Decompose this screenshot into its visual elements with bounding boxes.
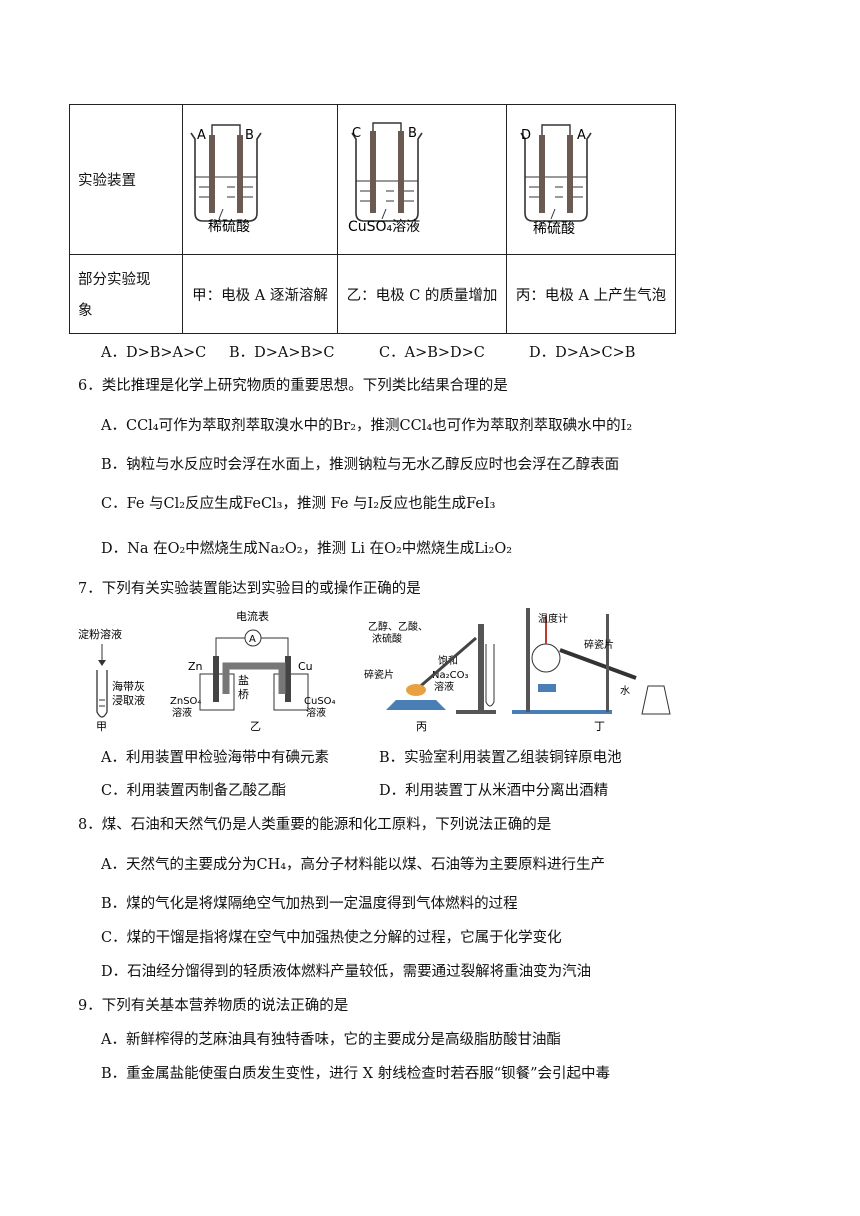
- q5-option-d[interactable]: D．D>A>C>B: [529, 345, 636, 361]
- fig-label: 浸取液: [112, 693, 145, 707]
- fig-label: 溶液: [434, 680, 454, 693]
- electrode-label: B: [245, 128, 254, 143]
- apparatus-cell-3: D A 稀硫酸: [506, 104, 676, 255]
- fig-caption: 甲: [96, 720, 107, 733]
- figure-yi: 电流表 A 盐 桥 Zn Cu ZnSO₄ 溶液 CuSO₄ 溶液 乙: [170, 609, 336, 733]
- fig-label: Zn: [188, 660, 203, 673]
- fig-caption: 丙: [416, 720, 427, 733]
- fig-label: 淀粉溶液: [78, 627, 122, 641]
- q6-option-d[interactable]: D．Na 在O₂中燃烧生成Na₂O₂，推测 Li 在O₂中燃烧生成Li₂O₂: [101, 541, 513, 557]
- beaker-diagram-1: A B 稀硫酸: [190, 124, 262, 235]
- row-label-apparatus: 实验装置: [69, 104, 183, 255]
- fig-label: 浓硫酸: [372, 632, 402, 645]
- fig-label: 水: [620, 685, 630, 697]
- beaker-diagram-3: D A 稀硫酸: [520, 124, 592, 237]
- solution-label: 稀硫酸: [208, 219, 250, 235]
- q8-option-b[interactable]: B．煤的气化是将煤隔绝空气加热到一定温度得到气体燃料的过程: [101, 896, 518, 912]
- q6-option-b[interactable]: B．钠粒与水反应时会浮在水面上，推测钠粒与无水乙醇反应时也会浮在乙醇表面: [101, 457, 620, 473]
- solution-label: CuSO₄溶液: [348, 219, 420, 235]
- observation-3: 丙：电极 A 上产生气泡: [506, 254, 676, 334]
- figure-bing: 乙醇、乙酸、 浓硫酸 饱和 Na₂CO₃ 溶液 碎瓷片 丙: [364, 620, 496, 733]
- observation-2: 乙：电极 C 的质量增加: [337, 254, 507, 334]
- fig-label: 盐: [238, 674, 249, 687]
- fig-label: ZnSO₄: [170, 696, 201, 707]
- q6-option-a[interactable]: A．CCl₄可作为萃取剂萃取溴水中的Br₂，推测CCl₄也可作为萃取剂萃取碘水中…: [101, 418, 633, 434]
- q5-option-c[interactable]: C．A>B>D>C: [379, 345, 485, 361]
- fig-label: Na₂CO₃: [432, 670, 468, 681]
- beaker-diagram-2: C B CuSO₄溶液: [348, 122, 423, 235]
- q5-option-b[interactable]: B．D>A>B>C: [229, 345, 335, 361]
- row-label-line: 象: [78, 303, 93, 319]
- ammeter-symbol: A: [249, 634, 256, 645]
- fig-label: 海带灰: [112, 679, 145, 693]
- electrode-label: A: [577, 128, 586, 143]
- fig-label: 碎瓷片: [364, 668, 394, 681]
- row-label-line: 部分实验现: [78, 272, 151, 288]
- figure-jia: 淀粉溶液 海带灰 浸取液 甲: [78, 627, 145, 733]
- q9-option-b[interactable]: B．重金属盐能使蛋白质发生变性，进行 X 射线检查时若吞服“钡餐”会引起中毒: [101, 1066, 611, 1082]
- q7-option-d[interactable]: D．利用装置丁从米酒中分离出酒精: [379, 783, 609, 799]
- electrode-label: D: [521, 128, 531, 143]
- fig-caption: 乙: [250, 720, 261, 733]
- q8-stem: 8．煤、石油和天然气仍是人类重要的能源和化工原料，下列说法正确的是: [78, 817, 552, 833]
- fig-label: 桥: [238, 688, 249, 701]
- fig-label: 溶液: [172, 706, 192, 719]
- figure-ding: 温度计 碎瓷片 水 丁: [512, 608, 671, 733]
- fig-caption: 丁: [594, 720, 605, 733]
- q8-option-c[interactable]: C．煤的干馏是指将煤在空气中加强热使之分解的过程，它属于化学变化: [101, 930, 562, 946]
- q7-option-c[interactable]: C．利用装置丙制备乙酸乙酯: [101, 783, 287, 799]
- fig-label: 溶液: [306, 706, 326, 719]
- fig-label: 乙醇、乙酸、: [368, 620, 428, 633]
- apparatus-cell-2: C B CuSO₄溶液: [337, 104, 507, 255]
- electrode-label: C: [352, 126, 361, 141]
- q9-option-a[interactable]: A．新鲜榨得的芝麻油具有独特香味，它的主要成分是高级脂肪酸甘油酯: [101, 1032, 561, 1048]
- q7-option-b[interactable]: B．实验室利用装置乙组装铜锌原电池: [379, 750, 622, 766]
- q9-stem: 9．下列有关基本营养物质的说法正确的是: [78, 998, 349, 1014]
- q7-option-a[interactable]: A．利用装置甲检验海带中有碘元素: [101, 750, 329, 766]
- row-label-observation: 部分实验现 象: [69, 254, 183, 334]
- q7-apparatus-figures: 淀粉溶液 海带灰 浸取液 甲 电流表 A 盐 桥 Zn Cu ZnSO₄ 溶液 …: [78, 608, 671, 733]
- apparatus-cell-1: A B 稀硫酸: [182, 104, 338, 255]
- q6-stem: 6．类比推理是化学上研究物质的重要思想。下列类比结果合理的是: [78, 378, 508, 394]
- q5-option-a[interactable]: A．D>B>A>C: [101, 345, 207, 361]
- observation-1: 甲：电极 A 逐渐溶解: [182, 254, 338, 334]
- fig-label: CuSO₄: [304, 696, 336, 707]
- electrode-label: A: [197, 128, 206, 143]
- q7-stem: 7．下列有关实验装置能达到实验目的或操作正确的是: [78, 581, 421, 597]
- q6-option-c[interactable]: C．Fe 与Cl₂反应生成FeCl₃，推测 Fe 与I₂反应也能生成FeI₃: [101, 496, 496, 512]
- q8-option-d[interactable]: D．石油经分馏得到的轻质液体燃料产量较低，需要通过裂解将重油变为汽油: [101, 964, 592, 980]
- fig-label: 碎瓷片: [584, 638, 614, 651]
- electrode-label: B: [408, 126, 417, 141]
- fig-label: Cu: [298, 660, 313, 673]
- solution-label: 稀硫酸: [533, 221, 575, 237]
- fig-label: 电流表: [236, 609, 269, 623]
- q8-option-a[interactable]: A．天然气的主要成分为CH₄，高分子材料能以煤、石油等为主要原料进行生产: [101, 857, 606, 873]
- experiment-table: 实验装置 A B 稀硫酸 C: [69, 104, 676, 334]
- fig-label: 温度计: [538, 612, 568, 625]
